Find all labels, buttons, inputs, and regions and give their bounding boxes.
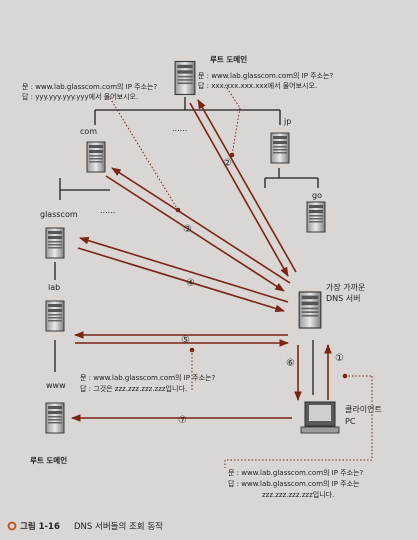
nearest-dns-label-2: DNS 서버 bbox=[326, 293, 361, 303]
step-1-label: ① bbox=[335, 353, 344, 364]
www-label: www bbox=[46, 381, 66, 390]
caption-text: DNS 서버들의 조회 동작 bbox=[74, 521, 163, 532]
step-7-label: ⑦ bbox=[178, 415, 187, 426]
root-bottom-label: 루트 도메인 bbox=[30, 455, 67, 465]
dotted-connectors bbox=[109, 84, 373, 468]
client-pc-icon bbox=[300, 401, 340, 434]
arrow-2-response bbox=[189, 102, 289, 277]
step-6-label: ⑥ bbox=[286, 358, 295, 369]
nearest-dns-server-icon bbox=[298, 291, 322, 329]
query-right-answer: 답 : xxx.xxx.xxx.xxx에서 물어보시오. bbox=[198, 81, 317, 90]
root-top-label: 루트 도메인 bbox=[210, 54, 247, 64]
arrow-4-response bbox=[77, 247, 285, 313]
root-server-top-icon bbox=[174, 60, 196, 96]
query-left-answer: 답 : yyy.yyy.yyy.yyy에서 물어보시오. bbox=[22, 92, 138, 101]
query-arrows bbox=[71, 99, 332, 422]
query-client-question: 문 : www.lab.glasscom.com의 IP 주소는? bbox=[228, 468, 364, 477]
lab-server-icon bbox=[45, 300, 65, 332]
tree-lines bbox=[54, 97, 319, 395]
query-left-question: 문 : www.lab.glasscom.com의 IP 주소는? bbox=[22, 82, 158, 91]
jp-server-icon bbox=[270, 132, 290, 164]
step-5-label: ⑤ bbox=[181, 335, 190, 346]
lab-label: lab bbox=[48, 283, 60, 292]
www-server-icon bbox=[45, 402, 65, 434]
com-server-icon bbox=[86, 141, 106, 173]
glasscom-server-icon bbox=[45, 227, 65, 259]
query-www-question: 문 : www.lab.glasscom.com의 IP 주소는? bbox=[80, 373, 216, 382]
step-2-label: ② bbox=[223, 158, 232, 169]
client-label-1: 클라이언트 bbox=[345, 404, 382, 414]
arrow-4-request bbox=[79, 236, 289, 303]
root-children-ellipsis: ...... bbox=[172, 124, 187, 133]
query-client-answer-1: 답 : www.lab.glasscom.com의 IP 주소는 bbox=[228, 479, 360, 488]
query-client-answer-2: zzz.zzz.zzz.zzz입니다. bbox=[262, 490, 334, 499]
client-label-2: PC bbox=[345, 417, 356, 426]
query-www-answer: 답 : 그것은 zzz.zzz.zzz.zzz입니다. bbox=[80, 384, 187, 393]
go-label: go bbox=[312, 191, 322, 200]
step-3-label: ③ bbox=[183, 224, 192, 235]
query-right-question: 문 : www.lab.glasscom.com의 IP 주소는? bbox=[198, 71, 334, 80]
arrow-3-request bbox=[111, 167, 291, 284]
glasscom-label: glasscom bbox=[40, 210, 78, 219]
com-label: com bbox=[80, 127, 97, 136]
caption-label: 그림 1-16 bbox=[20, 521, 60, 532]
nearest-dns-label-1: 가장 가까운 bbox=[326, 282, 365, 292]
go-server-icon bbox=[306, 201, 326, 233]
caption-bullet-icon bbox=[7, 521, 17, 531]
arrow-2-request bbox=[197, 99, 297, 273]
step-4-label: ④ bbox=[186, 278, 195, 289]
jp-label: jp bbox=[283, 117, 291, 126]
com-children-ellipsis: ...... bbox=[100, 206, 115, 215]
arrow-3-response bbox=[105, 175, 285, 292]
